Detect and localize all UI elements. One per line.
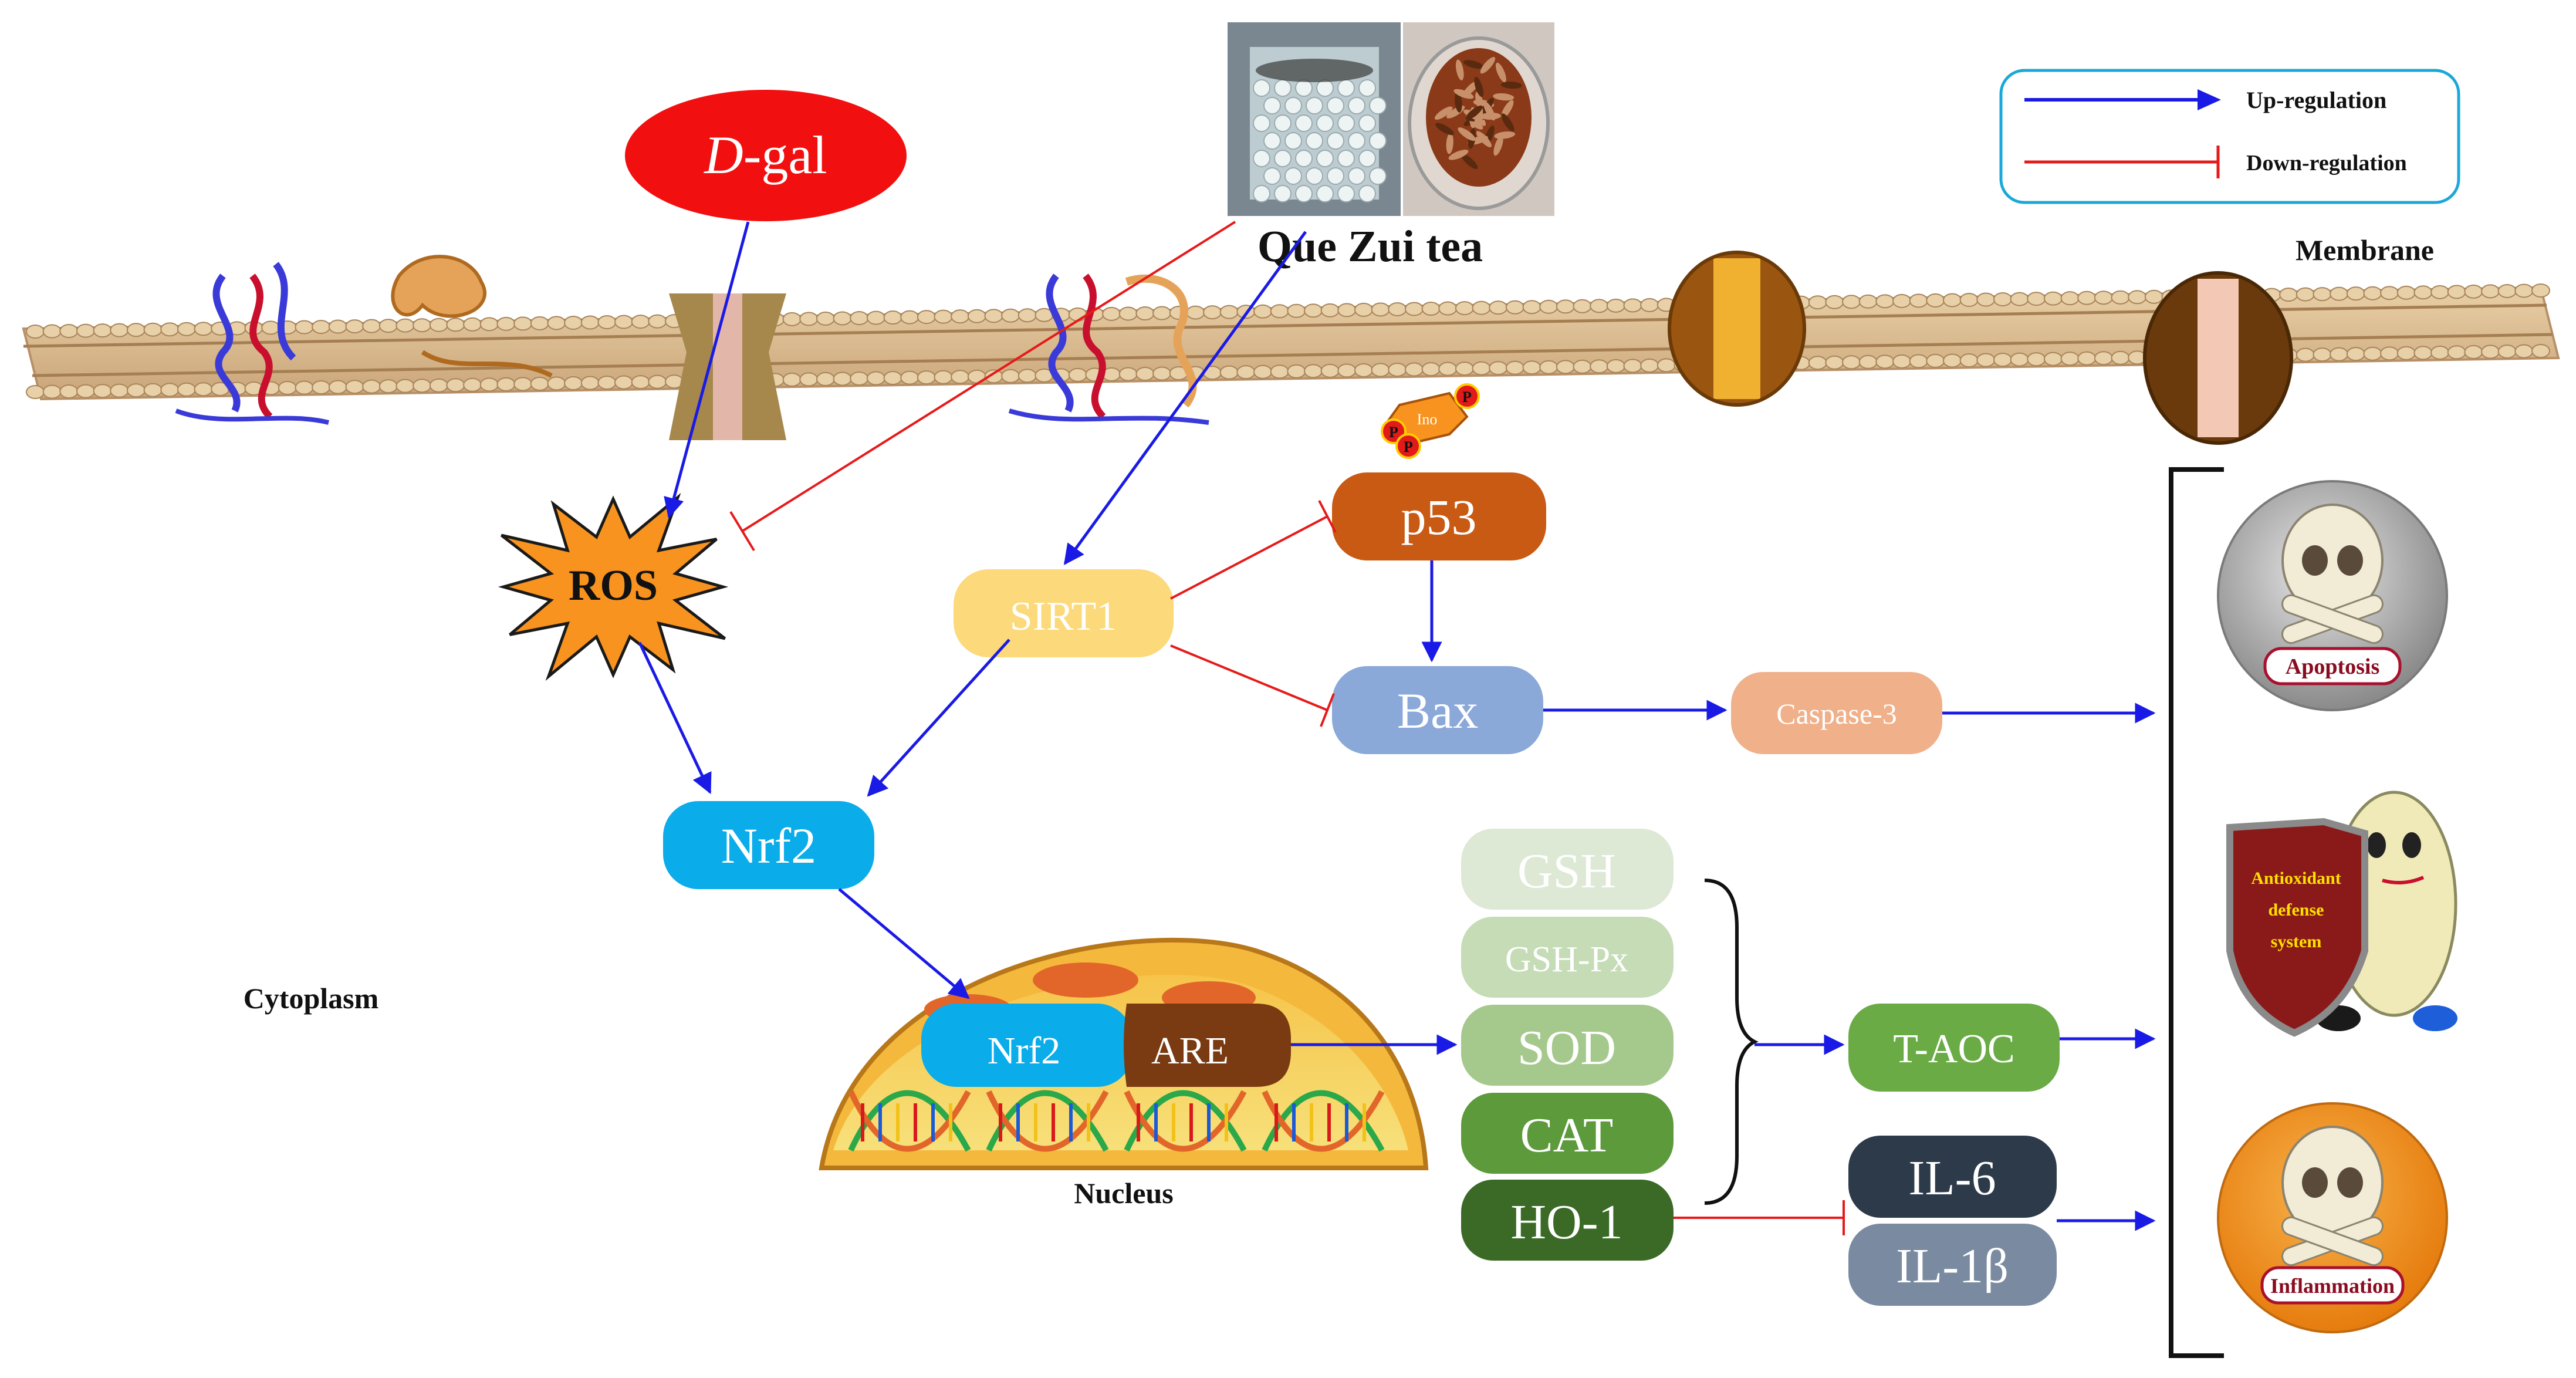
membrane-receptor-center	[1008, 273, 1209, 425]
arrow-ros-nrf2	[638, 641, 712, 795]
p53-node: p53	[1332, 472, 1546, 560]
antioxidant-stack: GSH GSH-Px SOD CAT HO-1	[1461, 829, 1674, 1261]
ho1-node	[1461, 1180, 1674, 1261]
phosphorylation-icon: Ino P P P	[1381, 383, 1480, 459]
caspase3-label: Caspase-3	[1776, 697, 1897, 730]
apoptosis-outcome: Apoptosis	[2217, 480, 2448, 711]
inhibit-sirt1-p53	[1170, 515, 1328, 600]
dgal-label: D-gal	[703, 125, 827, 185]
ros-label: ROS	[569, 562, 658, 610]
sirt1-label: SIRT1	[1010, 594, 1117, 639]
gsh-node	[1461, 829, 1674, 910]
ros-node: ROS	[498, 492, 729, 681]
nucleus-label: Nucleus	[1074, 1177, 1173, 1210]
il6-node: IL-6	[1848, 1136, 2057, 1218]
inhibit-tea-ros	[741, 221, 1236, 532]
il6-label: IL-6	[1908, 1151, 1996, 1205]
down-regulation-lines	[729, 221, 1845, 1235]
inositol-label: Ino	[1417, 411, 1438, 428]
arrow-sirt1-nrf2	[867, 639, 1010, 797]
outcome-bracket	[2169, 467, 2224, 1358]
membrane-channel-left	[669, 293, 786, 440]
are-label: ARE	[1151, 1029, 1229, 1072]
arrow-nrf2-nucleus	[838, 888, 970, 999]
inhibit-sirt1-bax	[1170, 644, 1328, 711]
gshpx-label: GSH-Px	[1505, 940, 1628, 980]
taoc-label: T-AOC	[1893, 1026, 2014, 1072]
svg-text:P: P	[1389, 424, 1398, 441]
sod-label: SOD	[1517, 1021, 1616, 1075]
que-zui-tea-photo	[1228, 22, 1554, 216]
nrf2-nuclear-node	[921, 1004, 1133, 1087]
are-node	[1124, 1004, 1291, 1087]
antioxidant-defense-outcome: Antioxidant defense system	[2226, 791, 2457, 1037]
antioxidant-label-line2: defense	[2269, 900, 2324, 920]
nrf2-label: Nrf2	[721, 818, 816, 874]
gsh-label: GSH	[1517, 844, 1616, 899]
inflammation-outcome: Inflammation	[2217, 1102, 2448, 1333]
membrane-label: Membrane	[2296, 234, 2434, 266]
arrow-dgal-ros	[664, 221, 750, 519]
cytoplasm-label: Cytoplasm	[244, 982, 379, 1015]
caspase3-node: Caspase-3	[1731, 672, 1942, 754]
svg-text:P: P	[1462, 389, 1472, 406]
dgal-node: D-gal	[625, 90, 907, 221]
sod-node	[1461, 1005, 1674, 1086]
cat-node	[1461, 1093, 1674, 1174]
legend-up-label: Up-regulation	[2246, 87, 2386, 113]
membrane-channel-right	[2143, 271, 2293, 445]
arrow-tea-sirt1	[1063, 231, 1307, 565]
skull-icon	[2281, 504, 2384, 644]
nucleus: Nrf2 ARE	[819, 937, 1429, 1170]
nrf2-node: Nrf2	[663, 801, 874, 889]
antioxidant-label-line1: Antioxidant	[2251, 869, 2341, 888]
antioxidant-label-line3: system	[2271, 932, 2322, 951]
inflammation-label: Inflammation	[2270, 1274, 2395, 1298]
membrane-receptor-left	[175, 262, 329, 425]
il1b-label: IL-1β	[1896, 1239, 2009, 1293]
skull-icon	[2281, 1126, 2384, 1266]
gshpx-node	[1461, 917, 1674, 998]
cat-label: CAT	[1520, 1108, 1614, 1163]
il1b-node: IL-1β	[1848, 1224, 2057, 1306]
taoc-node: T-AOC	[1848, 1004, 2060, 1092]
p53-label: p53	[1401, 489, 1477, 545]
legend: Up-regulation Down-regulation	[1999, 69, 2460, 204]
svg-text:P: P	[1404, 438, 1413, 455]
curly-brace	[1704, 879, 1759, 1205]
up-regulation-arrows	[638, 221, 2156, 1231]
ho1-label: HO-1	[1510, 1195, 1622, 1249]
legend-down-label: Down-regulation	[2246, 151, 2407, 175]
shield-icon	[2226, 818, 2368, 1037]
nrf2-nuclear-label: Nrf2	[988, 1029, 1061, 1072]
membrane-channel-center	[1668, 251, 1806, 407]
membrane-enzyme-left	[391, 255, 553, 378]
legend-box	[1999, 69, 2460, 204]
sirt1-node: SIRT1	[954, 569, 1174, 657]
bax-node: Bax	[1332, 666, 1543, 754]
apoptosis-label: Apoptosis	[2286, 654, 2380, 679]
bax-label: Bax	[1397, 683, 1479, 739]
tea-label: Que Zui tea	[1257, 222, 1483, 271]
